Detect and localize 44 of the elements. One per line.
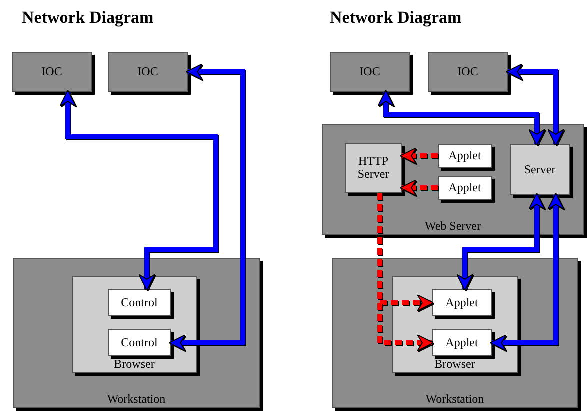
node-label: Workstation [424,393,486,406]
panel-heading: Network Diagram [22,8,154,28]
container-panel [322,124,584,235]
node-box [345,143,402,193]
node-box [108,329,171,356]
node-label: HTTP Server [356,155,390,181]
node-label: Applet [448,150,482,162]
node-box [12,52,92,92]
node-label: Browser [113,358,156,371]
double-arrow [168,64,246,352]
node-label: Workstation [106,393,167,406]
node-label: IOC [40,66,64,78]
node-label: Control [120,296,159,309]
dashed-arrow [400,148,438,164]
node-label: IOC [456,66,480,78]
container-panel [72,276,197,373]
node-label: Applet [444,296,480,309]
dashed-arrow [400,180,438,196]
node-label: Browser [434,358,476,371]
node-box [108,52,188,92]
node-box [438,144,492,168]
node-label: Web Server [424,220,482,233]
double-arrow [60,90,218,292]
node-box [108,289,171,316]
node-label: Applet [444,336,480,349]
double-arrow [506,64,564,146]
node-box [432,289,492,316]
node-box [438,176,492,200]
node-label: IOC [136,66,160,78]
node-box [428,52,508,92]
double-arrow [456,192,546,292]
container-panel [13,258,260,408]
node-label: Applet [448,182,482,194]
node-box [330,52,410,92]
container-panel [392,276,518,373]
node-label: IOC [358,66,382,78]
node-label: Control [120,336,159,349]
double-arrow [490,192,564,352]
node-box [510,144,570,195]
node-box [432,329,492,356]
panel-heading: Network Diagram [330,8,462,28]
double-arrow [378,90,546,146]
node-label: Server [523,163,557,176]
container-panel [332,258,578,408]
